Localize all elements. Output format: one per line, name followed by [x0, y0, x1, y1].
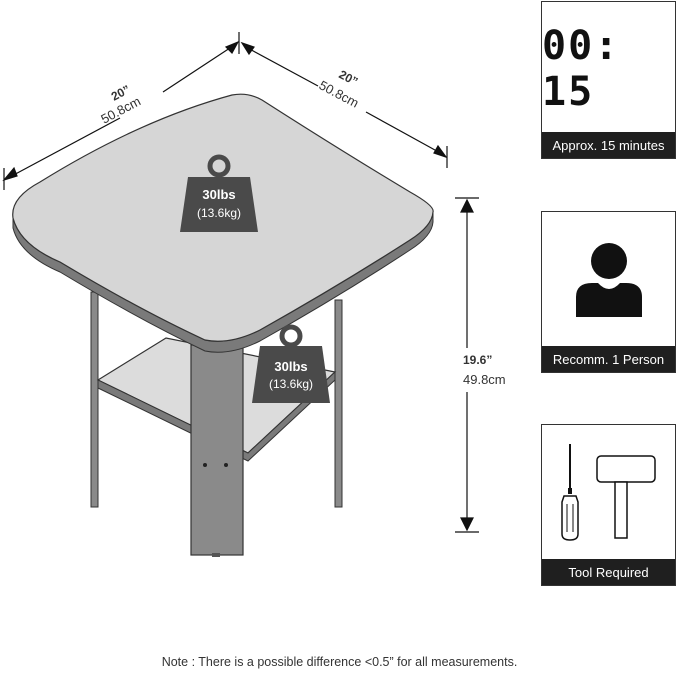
- shelf-weight-badge: 30lbs (13.6kg): [252, 324, 330, 403]
- leg-foot: [212, 553, 220, 557]
- height-cm-label: 49.8cm: [463, 372, 506, 387]
- width-dimension: [2, 32, 240, 190]
- back-left-leg: [90, 291, 99, 508]
- leg-screw: [203, 463, 207, 467]
- depth-dimension: [240, 41, 448, 168]
- hammer-icon: [595, 455, 656, 539]
- top-weight-kg: (13.6kg): [197, 206, 241, 220]
- leg-screw: [224, 463, 228, 467]
- shelf-weight-lbs: 30lbs: [274, 359, 307, 374]
- table-illustration: 30lbs (13.6kg) 30lbs (13.6kg) 20” 50.8cm…: [2, 32, 506, 557]
- screwdriver-icon: [560, 444, 579, 541]
- measurement-note: Note : There is a possible difference <0…: [161, 655, 518, 669]
- top-weight-lbs: 30lbs: [202, 187, 235, 202]
- shelf-weight-kg: (13.6kg): [269, 377, 313, 391]
- tools-card: Tool Required: [541, 424, 676, 586]
- persons-card: Recomm. 1 Person: [541, 211, 676, 373]
- person-icon: [575, 243, 642, 317]
- height-in-label: 19.6”: [463, 353, 492, 367]
- top-weight-badge: 30lbs (13.6kg): [180, 154, 258, 232]
- timer-display: 00: 15: [542, 23, 621, 115]
- assembly-time-card: 00: 15 Approx. 15 minutes: [541, 1, 676, 159]
- assembly-time-label: Approx. 15 minutes: [542, 132, 675, 158]
- back-right-leg: [334, 299, 343, 508]
- persons-label: Recomm. 1 Person: [542, 346, 675, 372]
- front-leg: [190, 344, 244, 556]
- height-dimension: [455, 197, 479, 533]
- tools-label: Tool Required: [542, 559, 675, 585]
